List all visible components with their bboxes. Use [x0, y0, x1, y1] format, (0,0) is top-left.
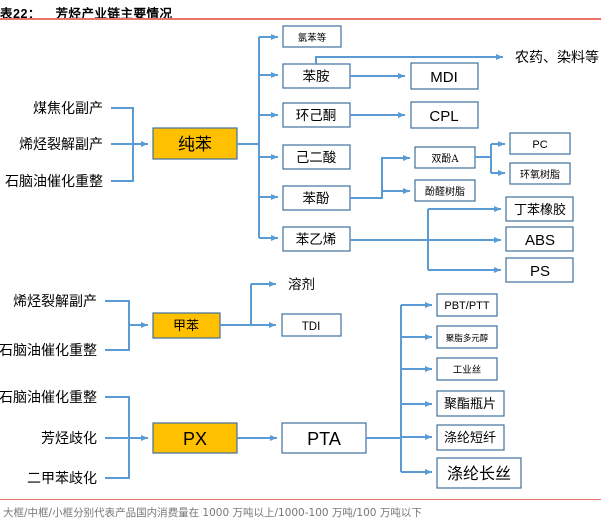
toluene-hub-label: 甲苯	[173, 319, 199, 334]
px-hub-label: PX	[183, 429, 207, 449]
epoxy-resin-label: 环氧树脂	[520, 168, 560, 181]
industrial-yarn-label: 工业丝	[453, 364, 482, 376]
title-sep: ：	[27, 6, 41, 21]
product-cyclohexanone-box[interactable]: 环己酮	[282, 102, 351, 128]
polyester-polyol-label: 聚脂多元醇	[446, 333, 489, 344]
pet-chips-label: 聚酯瓶片	[444, 397, 496, 412]
px-source-3: 二甲苯歧化	[27, 470, 97, 487]
ps-box[interactable]: PS	[505, 257, 574, 283]
toluene-output-solvent: 溶剂	[288, 277, 315, 293]
px-source-connectors	[105, 396, 148, 479]
pc-label: PC	[532, 139, 547, 151]
toluene-connectors	[220, 281, 276, 328]
sbr-label: 丁苯橡胶	[514, 202, 566, 218]
product-aniline-box[interactable]: 苯胺	[282, 63, 351, 89]
pbt-ptt-label: PBT/PTT	[444, 300, 490, 312]
product-adipic-acid-box[interactable]: 己二酸	[282, 144, 351, 170]
toluene-source-2: 石脑油催化重整	[0, 343, 97, 359]
polyester-polyol-box[interactable]: 聚脂多元醇	[436, 325, 498, 349]
product-phenol-box[interactable]: 苯酚	[282, 185, 351, 211]
benzene-trunk	[237, 34, 278, 241]
product-styrene-label: 苯乙烯	[296, 232, 337, 248]
toluene-hub-box[interactable]: 甲苯	[152, 312, 221, 339]
polyester-staple-fiber-box[interactable]: 涤纶短纤	[436, 424, 505, 451]
benzene-source-1: 煤焦化副产	[33, 101, 103, 117]
title-number: 22	[13, 7, 28, 21]
aniline-connectors	[315, 54, 503, 79]
benzene-hub-label: 纯苯	[178, 135, 212, 155]
cpl-box[interactable]: CPL	[410, 101, 479, 129]
footer-rule	[0, 499, 601, 500]
title-prefix: 表	[0, 6, 14, 21]
pet-chips-box[interactable]: 聚酯瓶片	[436, 390, 505, 417]
epoxy-resin-box[interactable]: 环氧树脂	[509, 162, 571, 185]
product-chlorobenzene-label: 氯苯等	[298, 32, 327, 44]
benzene-source-2: 烯烃裂解副产	[19, 137, 103, 153]
mdi-box[interactable]: MDI	[410, 62, 479, 90]
tdi-label: TDI	[302, 321, 321, 333]
product-chlorobenzene-box[interactable]: 氯苯等	[282, 25, 342, 48]
phenolic-resin-box[interactable]: 酚醛树脂	[414, 179, 476, 202]
bpa-connectors	[475, 141, 505, 176]
industrial-yarn-box[interactable]: 工业丝	[436, 357, 498, 381]
product-phenol-label: 苯酚	[303, 191, 330, 207]
tdi-box[interactable]: TDI	[281, 313, 342, 337]
product-adipic-acid-label: 己二酸	[296, 150, 337, 166]
px-hub-box[interactable]: PX	[152, 422, 238, 454]
toluene-source-connectors	[105, 300, 148, 351]
toluene-source-1: 烯烃裂解副产	[13, 294, 97, 310]
phenol-connectors	[350, 155, 410, 199]
px-source-2: 芳烃歧化	[41, 430, 97, 447]
benzene-source-connectors	[111, 107, 148, 182]
mdi-label: MDI	[430, 69, 458, 86]
pbt-ptt-box[interactable]: PBT/PTT	[436, 293, 498, 317]
product-styrene-box[interactable]: 苯乙烯	[282, 226, 351, 252]
benzene-source-3: 石脑油催化重整	[5, 174, 103, 190]
product-aniline-label: 苯胺	[303, 69, 330, 85]
pta-connectors	[366, 302, 432, 475]
title-rule	[0, 18, 601, 20]
px-source-1: 石脑油催化重整	[0, 390, 97, 406]
pc-box[interactable]: PC	[509, 132, 571, 155]
figure-title: 表22： 芳烃产业链主要情况	[0, 3, 173, 22]
bpa-box[interactable]: 双酚A	[414, 146, 476, 169]
phenolic-resin-label: 酚醛树脂	[425, 185, 465, 198]
polyester-filament-label: 涤纶长丝	[447, 464, 511, 483]
benzene-hub-box[interactable]: 纯苯	[152, 127, 238, 160]
abs-label: ABS	[525, 232, 555, 249]
cpl-label: CPL	[429, 108, 458, 125]
pta-box[interactable]: PTA	[281, 422, 367, 454]
ps-label: PS	[530, 263, 550, 280]
footnote: 大框/中框/小框分别代表产品国内消费量在 1000 万吨以上/1000-100 …	[3, 507, 422, 519]
polyester-staple-fiber-label: 涤纶短纤	[444, 431, 496, 446]
abs-box[interactable]: ABS	[505, 226, 574, 252]
aniline-output-pesticides: 农药、染料等	[515, 49, 599, 66]
pta-label: PTA	[307, 429, 341, 449]
sbr-box[interactable]: 丁苯橡胶	[505, 196, 574, 222]
styrene-connectors	[350, 206, 501, 273]
title-text: 芳烃产业链主要情况	[55, 6, 173, 21]
product-cyclohexanone-label: 环己酮	[296, 108, 337, 124]
polyester-filament-box[interactable]: 涤纶长丝	[436, 457, 522, 489]
bpa-label: 双酚A	[431, 153, 459, 165]
